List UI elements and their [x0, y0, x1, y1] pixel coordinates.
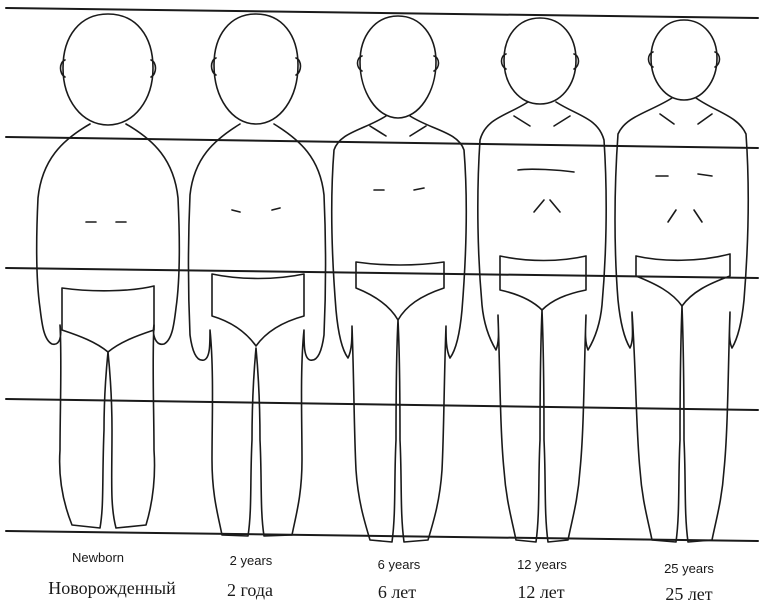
figure-12-years [478, 18, 606, 542]
figure-2-years-body [189, 124, 326, 536]
figure-25-years-briefs [636, 254, 730, 306]
caption-2-years-en: 2 years [230, 553, 273, 568]
figure-6-years-chest-marks [374, 188, 424, 190]
figure-2-years-navel [232, 208, 280, 212]
figure-25-years-body [615, 98, 748, 542]
figure-2-years [189, 14, 326, 536]
figure-12-years-abdomen-marks [534, 200, 560, 212]
figure-12-years-clavicles [514, 116, 570, 126]
caption-6-years-ru: 6 лет [378, 582, 416, 603]
figure-12-years-chest-marks [518, 169, 574, 172]
caption-6-years-en: 6 years [378, 557, 421, 572]
figure-25-years-abdomen-marks [668, 210, 702, 222]
figure-25-years-clavicles [660, 114, 712, 124]
guide-line-knee [6, 399, 758, 410]
figure-2-years-briefs [212, 274, 304, 346]
guide-line-hip [6, 268, 758, 278]
guide-line-feet [6, 531, 758, 541]
caption-25-years-ru: 25 лет [665, 584, 712, 605]
figure-newborn-briefs [62, 286, 154, 352]
figure-6-years-briefs [356, 262, 444, 320]
figure-6-years [332, 16, 466, 542]
guide-line-chin [6, 137, 758, 148]
figure-12-years-head [504, 18, 576, 104]
figure-6-years-clavicles [370, 126, 426, 136]
figure-6-years-body [332, 116, 466, 542]
caption-12-years-en: 12 years [517, 557, 567, 572]
caption-newborn-en: Newborn [72, 550, 124, 565]
caption-newborn-ru: Новорожденный [48, 578, 176, 599]
figure-6-years-head [360, 16, 436, 118]
figure-12-years-body [478, 102, 606, 542]
figure-12-years-briefs [500, 256, 586, 310]
caption-12-years-ru: 12 лет [517, 582, 564, 603]
figure-2-years-head [214, 14, 298, 124]
proportion-guide-lines [6, 8, 758, 541]
figure-newborn-body [37, 124, 180, 528]
figure-25-years-chest-marks [656, 174, 712, 176]
guide-line-top [6, 8, 758, 18]
caption-25-years-en: 25 years [664, 561, 714, 576]
figure-25-years-head [651, 20, 717, 100]
figure-25-years [615, 20, 748, 542]
figure-newborn-head [63, 14, 153, 125]
caption-2-years-ru: 2 года [227, 580, 273, 601]
